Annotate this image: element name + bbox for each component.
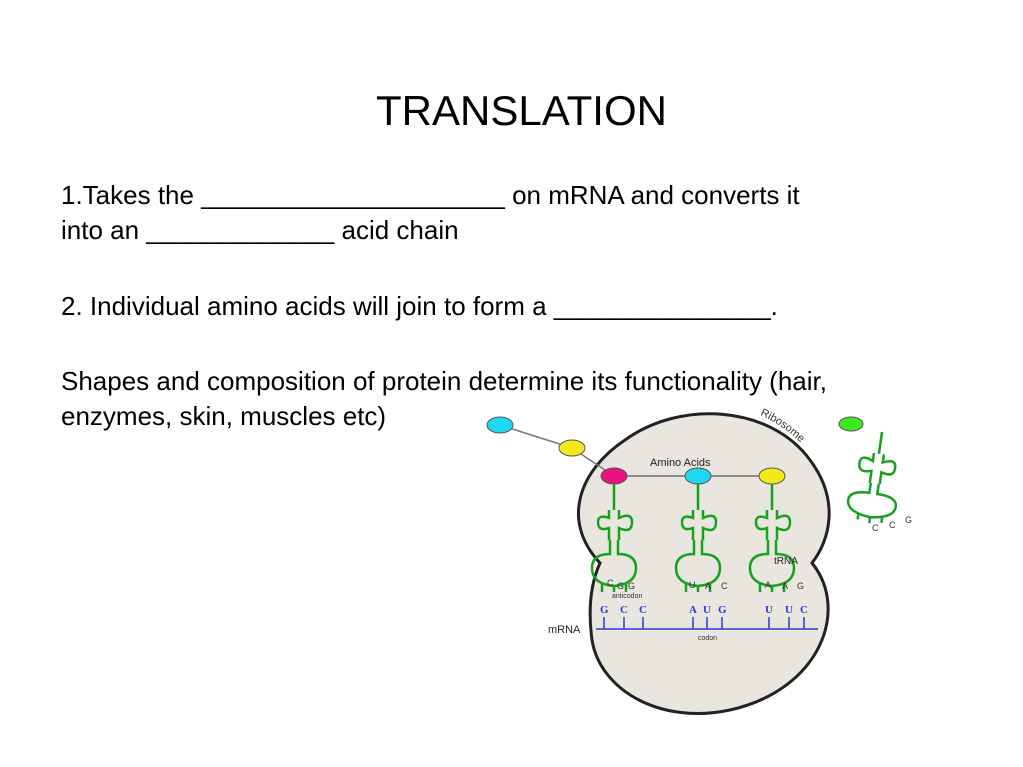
amino-acid-cyan-free: [486, 416, 514, 434]
trna-label: tRNA: [774, 556, 798, 567]
ribosome: [576, 412, 831, 715]
point-2: 2. Individual amino acids will join to f…: [61, 291, 778, 321]
codon-1-base-3: C: [639, 604, 647, 616]
anticodon-2-base-1: U: [689, 580, 696, 590]
codon-1-base-1: G: [600, 604, 609, 616]
free-anticodon-base-3: G: [905, 515, 912, 525]
point-1-line-2: into an _____________ acid chain: [61, 215, 459, 245]
point-3-line-1: Shapes and composition of protein determ…: [61, 366, 827, 396]
amino-acid-yellow: [758, 467, 786, 485]
trna-free: [846, 431, 898, 524]
amino-acid-yellow-free: [558, 439, 586, 457]
free-anticodon-base-1: C: [872, 523, 879, 533]
amino-acid-magenta: [600, 467, 628, 485]
codon-3-base-3: C: [800, 604, 808, 616]
anticodon-3-base-1: A: [765, 580, 771, 590]
codon-2-base-1: A: [689, 604, 697, 616]
trna-3: [748, 482, 796, 592]
codon-2-base-3: G: [718, 604, 727, 616]
anticodon-1-base-3: G: [628, 581, 635, 591]
mrna-strand: [596, 617, 818, 630]
codon-label: codon: [698, 635, 717, 642]
anticodon-1-base-1: C: [607, 578, 614, 588]
amino-acid-cyan: [684, 467, 712, 485]
point-1-line-1: 1.Takes the _____________________ on mRN…: [61, 180, 800, 210]
anticodon-2-base-2: A: [705, 581, 711, 591]
amino-acids-label: Amino Acids: [650, 457, 711, 469]
free-anticodon-base-2: C: [889, 520, 896, 530]
slide-title: TRANSLATION: [376, 87, 667, 134]
anticodon-2-base-3: C: [721, 581, 728, 591]
anticodon-3-base-2: A: [782, 581, 788, 591]
anticodon-label: anticodon: [612, 593, 642, 600]
mrna-label: mRNA: [548, 624, 581, 636]
anticodon-3-base-3: G: [797, 581, 804, 591]
codon-3-base-1: U: [765, 604, 773, 616]
amino-acid-lime: [838, 416, 864, 432]
point-3-line-2: enzymes, skin, muscles etc): [61, 401, 387, 431]
codon-1-base-2: C: [620, 604, 628, 616]
anticodon-1-base-2: G: [617, 581, 624, 591]
trna-1: [590, 482, 638, 592]
codon-2-base-2: U: [703, 604, 711, 616]
trna-2: [674, 482, 722, 592]
codon-3-base-2: U: [785, 604, 793, 616]
